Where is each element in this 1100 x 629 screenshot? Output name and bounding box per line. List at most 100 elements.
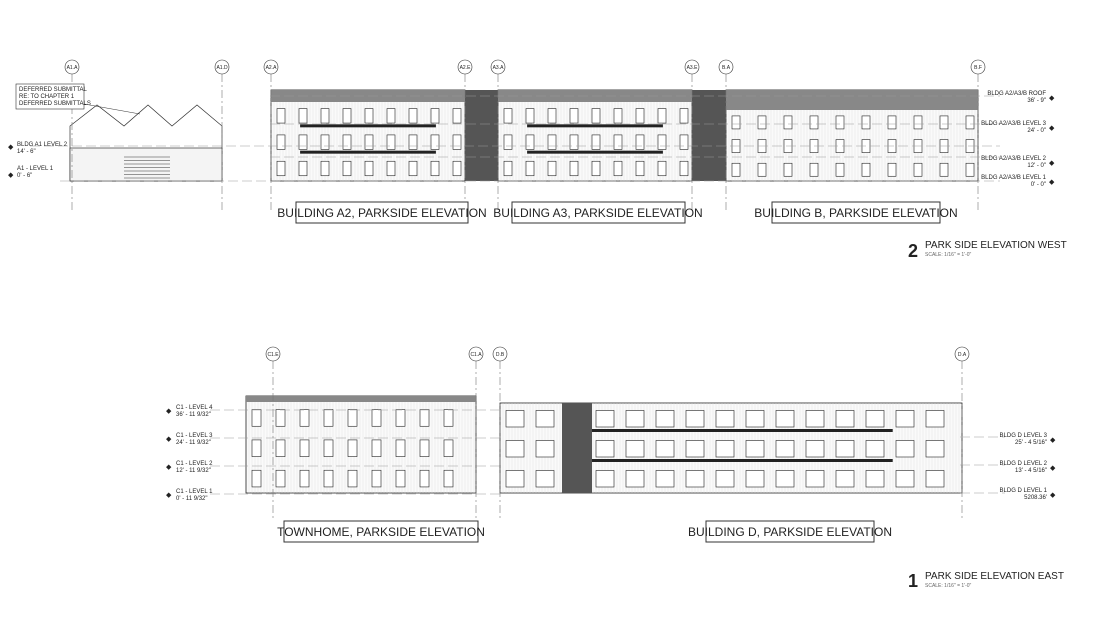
grid-bubble[interactable]: A2.A (263, 59, 279, 212)
svg-text:A3.A: A3.A (493, 65, 505, 71)
window (547, 108, 557, 124)
svg-text:BLDG A2/A3/B LEVEL 2: BLDG A2/A3/B LEVEL 2 (981, 156, 1046, 162)
grid-bubble[interactable]: A1.D (214, 59, 230, 212)
svg-text:◆: ◆ (1050, 465, 1056, 472)
svg-text:BLDG A2/A3/B LEVEL 3: BLDG A2/A3/B LEVEL 3 (981, 121, 1046, 127)
svg-text:D.B: D.B (496, 352, 505, 358)
window (525, 134, 535, 150)
window (715, 470, 735, 488)
window (430, 108, 440, 124)
svg-text:BUILDING D, PARKSIDE ELEVATION: BUILDING D, PARKSIDE ELEVATION (688, 525, 892, 539)
window (913, 162, 923, 177)
window (775, 410, 795, 428)
grid-bubble[interactable]: C1.E (265, 346, 281, 520)
svg-text:0' - 0": 0' - 0" (1031, 182, 1046, 188)
svg-text:A2.A: A2.A (266, 65, 278, 71)
window (657, 134, 667, 150)
window (443, 469, 454, 488)
window (591, 108, 601, 124)
window (323, 469, 334, 488)
svg-text:C1 - LEVEL 3: C1 - LEVEL 3 (176, 433, 213, 439)
window (547, 160, 557, 177)
svg-text:PARK SIDE ELEVATION WEST: PARK SIDE ELEVATION WEST (925, 240, 1067, 251)
grid-bubble[interactable]: C1.A (468, 346, 484, 520)
window (913, 115, 923, 130)
upper-right-level-markers: BLDG A2/A3/B ROOF 36' - 9" ◆ BLDG A2/A3/… (60, 91, 1055, 188)
window (395, 439, 406, 457)
window (745, 440, 765, 458)
window (505, 440, 525, 458)
svg-text:0' - 11 9/32": 0' - 11 9/32" (176, 496, 208, 502)
svg-text:A1.D: A1.D (216, 65, 228, 71)
window (939, 162, 949, 177)
grid-bubble[interactable]: A3.E (684, 59, 700, 212)
svg-text:◆: ◆ (166, 492, 172, 499)
window (320, 108, 330, 124)
window (342, 160, 352, 177)
window (386, 160, 396, 177)
window (757, 162, 767, 177)
window (408, 160, 418, 177)
svg-text:C1.E: C1.E (267, 352, 279, 358)
svg-text:◆: ◆ (166, 408, 172, 415)
building-drawings (69, 89, 979, 494)
svg-text:A3.E: A3.E (687, 65, 699, 71)
window (625, 410, 645, 428)
window (895, 440, 915, 458)
svg-text:◆: ◆ (1049, 160, 1055, 167)
window (347, 439, 358, 457)
svg-text:12' - 0": 12' - 0" (1027, 163, 1046, 169)
grid-bubble[interactable]: B.F (970, 59, 986, 212)
building-a2-elevation (270, 89, 466, 182)
window (371, 469, 382, 488)
window (535, 440, 555, 458)
grid-bubble[interactable]: B.A (718, 59, 734, 212)
lower-left-level-markers: ◆C1 - LEVEL 436' - 11 9/32" ◆C1 - LEVEL … (166, 405, 500, 502)
window (679, 160, 689, 177)
grid-bubble[interactable]: D.B (492, 346, 508, 520)
window (887, 162, 897, 177)
window (925, 410, 945, 428)
window (805, 470, 825, 488)
svg-text:25' - 4 5/16": 25' - 4 5/16" (1015, 440, 1047, 446)
window (613, 134, 623, 150)
svg-text:C1 - LEVEL 4: C1 - LEVEL 4 (176, 405, 213, 411)
window (364, 160, 374, 177)
window (503, 160, 513, 177)
grid-bubble[interactable]: D.A (954, 346, 970, 520)
upper-left-level-markers: ◆ BLDG A1 LEVEL 2 14' - 6" ◆ A1 - LEVEL … (8, 142, 1000, 179)
window (925, 440, 945, 458)
svg-text:BUILDING A2, PARKSIDE ELEVATIO: BUILDING A2, PARKSIDE ELEVATION (277, 206, 486, 220)
svg-text:2: 2 (908, 241, 918, 261)
window (809, 115, 819, 130)
window (320, 160, 330, 177)
window (342, 108, 352, 124)
window (275, 439, 286, 457)
window (298, 108, 308, 124)
grid-bubble[interactable]: A3.A (490, 59, 506, 212)
window (685, 410, 705, 428)
svg-text:14' - 6": 14' - 6" (17, 149, 36, 155)
building-a3-label: BUILDING A3, PARKSIDE ELEVATION (493, 201, 703, 224)
svg-text:◆: ◆ (166, 436, 172, 443)
svg-text:BLDG D LEVEL 1: BLDG D LEVEL 1 (1000, 488, 1048, 494)
window (251, 409, 262, 427)
window (965, 162, 975, 177)
window (835, 470, 855, 488)
svg-text:C1.A: C1.A (470, 352, 482, 358)
window (503, 108, 513, 124)
window (275, 409, 286, 427)
window (323, 439, 334, 457)
window (655, 470, 675, 488)
window (569, 160, 579, 177)
window (887, 115, 897, 130)
window (408, 134, 418, 150)
svg-text:BLDG A2/A3/B LEVEL 1: BLDG A2/A3/B LEVEL 1 (981, 175, 1046, 181)
building-b-elevation (692, 89, 979, 182)
window (298, 134, 308, 150)
svg-text:SCALE: 1/16" = 1'-0": SCALE: 1/16" = 1'-0" (925, 583, 972, 589)
svg-text:SCALE: 1/16" = 1'-0": SCALE: 1/16" = 1'-0" (925, 252, 972, 258)
grid-bubble[interactable]: A2.E (457, 59, 473, 212)
svg-text:◆: ◆ (1049, 95, 1055, 102)
window (635, 108, 645, 124)
